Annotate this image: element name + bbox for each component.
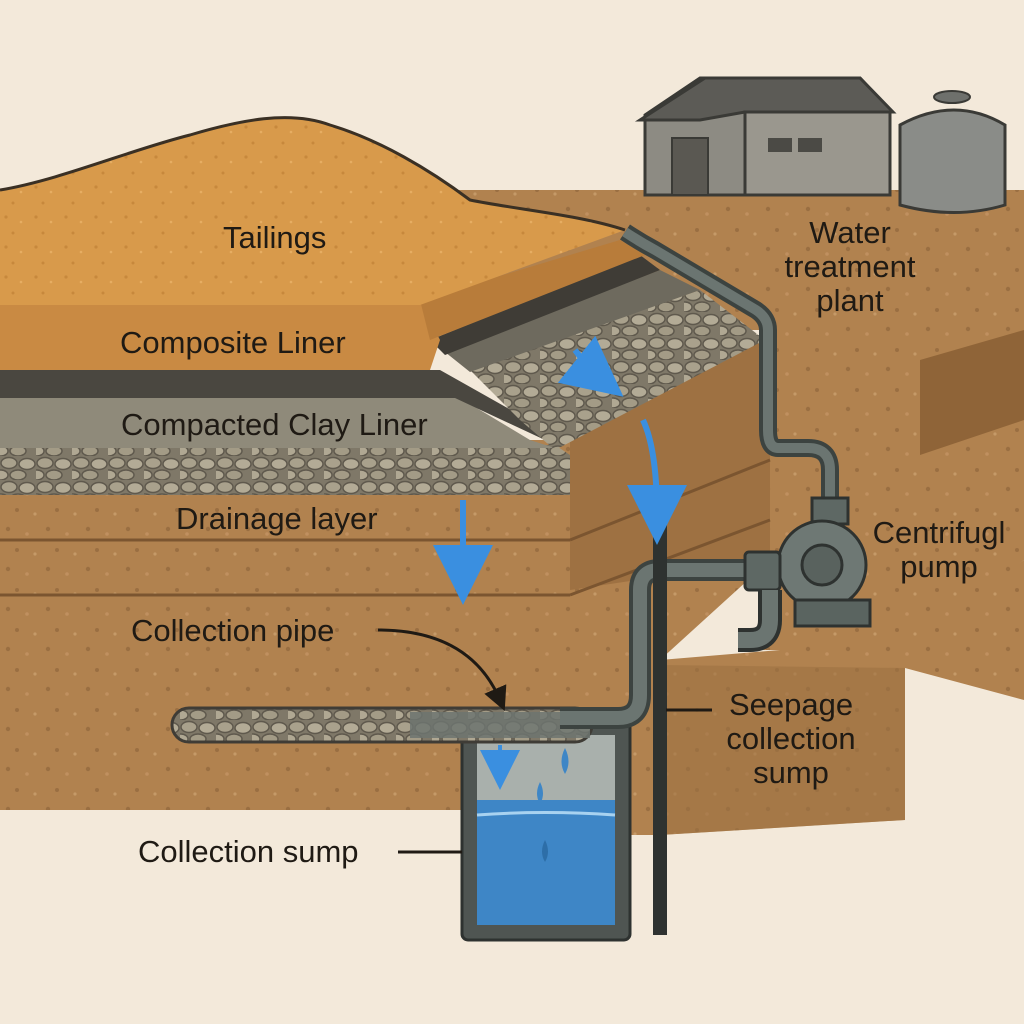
- label-line: collection: [726, 721, 856, 756]
- centrifugal-pump: [738, 496, 872, 652]
- slope-clay: [445, 270, 700, 372]
- compacted-clay-liner: [0, 395, 555, 448]
- label-line: Centrifugl: [872, 515, 1006, 550]
- flow-arrow-riser: [626, 418, 687, 545]
- slope-membrane: [430, 255, 660, 355]
- right-block-face: [920, 330, 1024, 455]
- label-collection-pipe: Collection pipe: [131, 613, 335, 648]
- soil-strata-line: [569, 518, 771, 597]
- tailings-mound: [0, 117, 625, 305]
- collection-pipe: [170, 706, 594, 744]
- composite-liner-slope: [420, 240, 645, 340]
- leader-collection-pipe: [377, 628, 507, 712]
- label-water-treatment-plant: Water treatment plant: [760, 216, 940, 318]
- front-soil-side: [570, 330, 770, 590]
- water-drop: [537, 782, 543, 804]
- label-centrifugal-pump: Centrifugl pump: [855, 516, 1023, 584]
- water-drop: [561, 748, 569, 774]
- label-line: Seepage: [728, 687, 854, 722]
- sump-water: [477, 800, 615, 925]
- label-line: Water: [809, 215, 891, 250]
- label-composite-liner: Composite Liner: [120, 325, 346, 360]
- drainage-gravel-layer: [0, 445, 570, 495]
- label-line: treatment: [784, 249, 916, 284]
- right-lower-face: [660, 665, 905, 835]
- label-compacted-clay-liner: Compacted Clay Liner: [121, 407, 428, 442]
- treatment-building: [634, 76, 897, 197]
- label-line: plant: [816, 283, 884, 318]
- label-seepage-collection-sump: Seepage collection sump: [706, 688, 876, 790]
- label-drainage-layer: Drainage layer: [176, 501, 378, 536]
- label-tailings: Tailings: [223, 220, 327, 255]
- label-line: pump: [900, 549, 978, 584]
- water-storage-tank: [898, 90, 1007, 214]
- collection-sump-box: [460, 718, 632, 942]
- flow-arrow-slope: [557, 335, 624, 397]
- composite-liner-band: [0, 300, 440, 370]
- label-collection-sump: Collection sump: [138, 834, 359, 869]
- water-drop: [542, 840, 548, 862]
- geomembrane-layer: [0, 370, 545, 440]
- label-line: sump: [753, 755, 829, 790]
- tailings-top-edge: [0, 116, 626, 232]
